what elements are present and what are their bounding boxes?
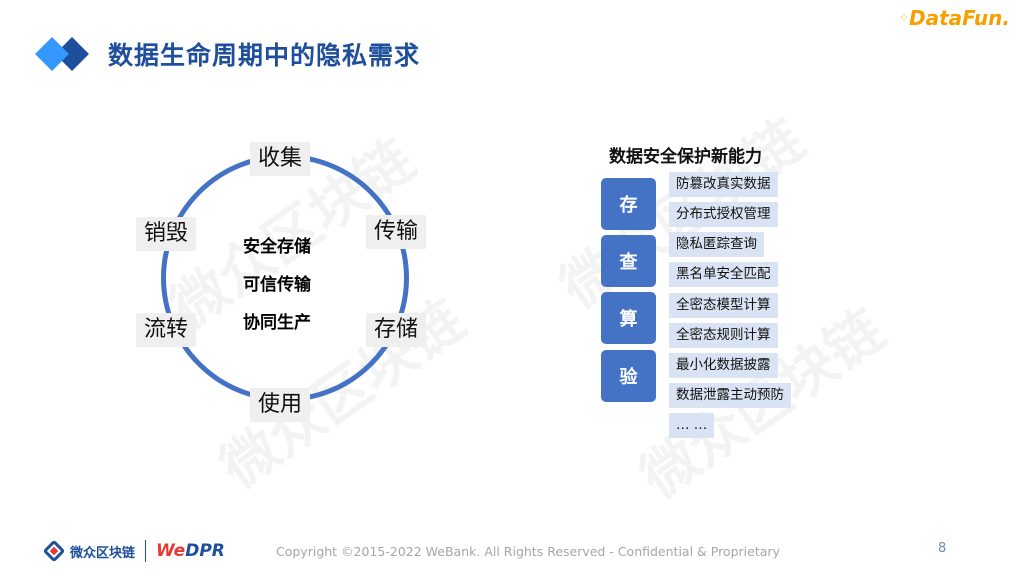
- center-line: 协同生产: [243, 313, 311, 333]
- category-store: 存: [601, 178, 656, 230]
- wedpr-dpr: DPR: [185, 541, 225, 561]
- category-verify: 验: [601, 350, 656, 402]
- page-title: 数据生命周期中的隐私需求: [108, 41, 421, 70]
- brand-cn: 微众区块链: [70, 545, 136, 561]
- diamond-logo-icon: [34, 36, 94, 72]
- capability-item: 黑名单安全匹配: [669, 262, 778, 287]
- footer-divider: [145, 540, 147, 562]
- stage-store: 存储: [366, 313, 427, 347]
- stage-transfer: 传输: [366, 215, 427, 249]
- datafun-logo: ⁘ DataFun.: [899, 6, 1010, 30]
- center-line: 安全存储: [243, 237, 311, 257]
- capability-item: 数据泄露主动预防: [669, 383, 791, 408]
- capabilities-title: 数据安全保护新能力: [609, 147, 762, 167]
- logo-dots-icon: ⁘: [898, 11, 909, 25]
- center-line: 可信传输: [243, 275, 311, 295]
- lifecycle-center-text: 安全存储 可信传输 协同生产: [243, 228, 343, 342]
- capability-item: 全密态规则计算: [669, 323, 778, 348]
- category-compute: 算: [601, 292, 656, 344]
- stage-circulate: 流转: [136, 313, 197, 347]
- capability-ellipsis: … …: [669, 413, 715, 438]
- capability-item: 全密态模型计算: [669, 293, 778, 318]
- capability-item: 防篡改真实数据: [669, 172, 778, 197]
- stage-collect: 收集: [250, 142, 311, 176]
- capability-item: 最小化数据披露: [669, 353, 778, 378]
- logo-text: DataFun.: [909, 6, 1010, 30]
- capability-item: 分布式授权管理: [669, 202, 778, 227]
- wedpr-we: We: [156, 541, 186, 561]
- footer-logos: 微众区块链 WeDPR: [42, 539, 225, 563]
- page-number: 8: [938, 541, 947, 556]
- stage-use: 使用: [250, 388, 311, 422]
- copyright: Copyright ©2015-2022 WeBank. All Rights …: [276, 544, 780, 559]
- capability-item: 隐私匿踪查询: [669, 232, 764, 257]
- title-bar: 数据生命周期中的隐私需求: [34, 36, 420, 72]
- category-query: 查: [601, 235, 656, 287]
- webank-blockchain-icon: [42, 539, 66, 563]
- stage-destroy: 销毁: [136, 217, 197, 251]
- wedpr-logo: WeDPR: [156, 541, 225, 561]
